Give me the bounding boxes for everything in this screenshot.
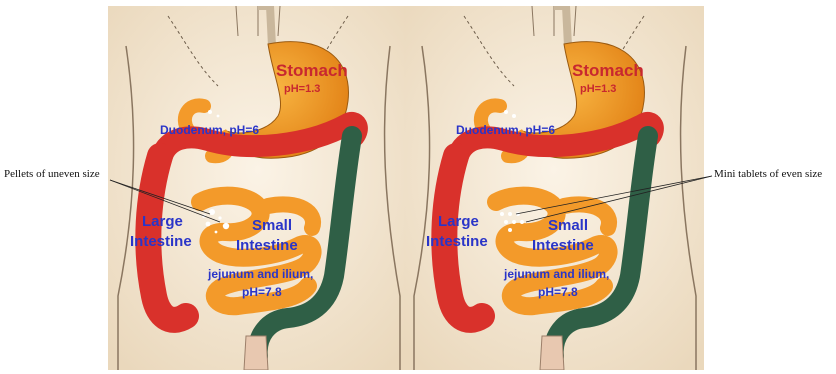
leader-line-left-1 — [110, 180, 210, 214]
pellets-callout: Pellets of uneven size — [4, 168, 100, 180]
leader-line-left-2 — [110, 180, 220, 222]
leader-line-right-1 — [516, 176, 712, 214]
leader-line-right-2 — [526, 176, 712, 222]
mini-tablets-callout: Mini tablets of even size — [714, 168, 822, 180]
